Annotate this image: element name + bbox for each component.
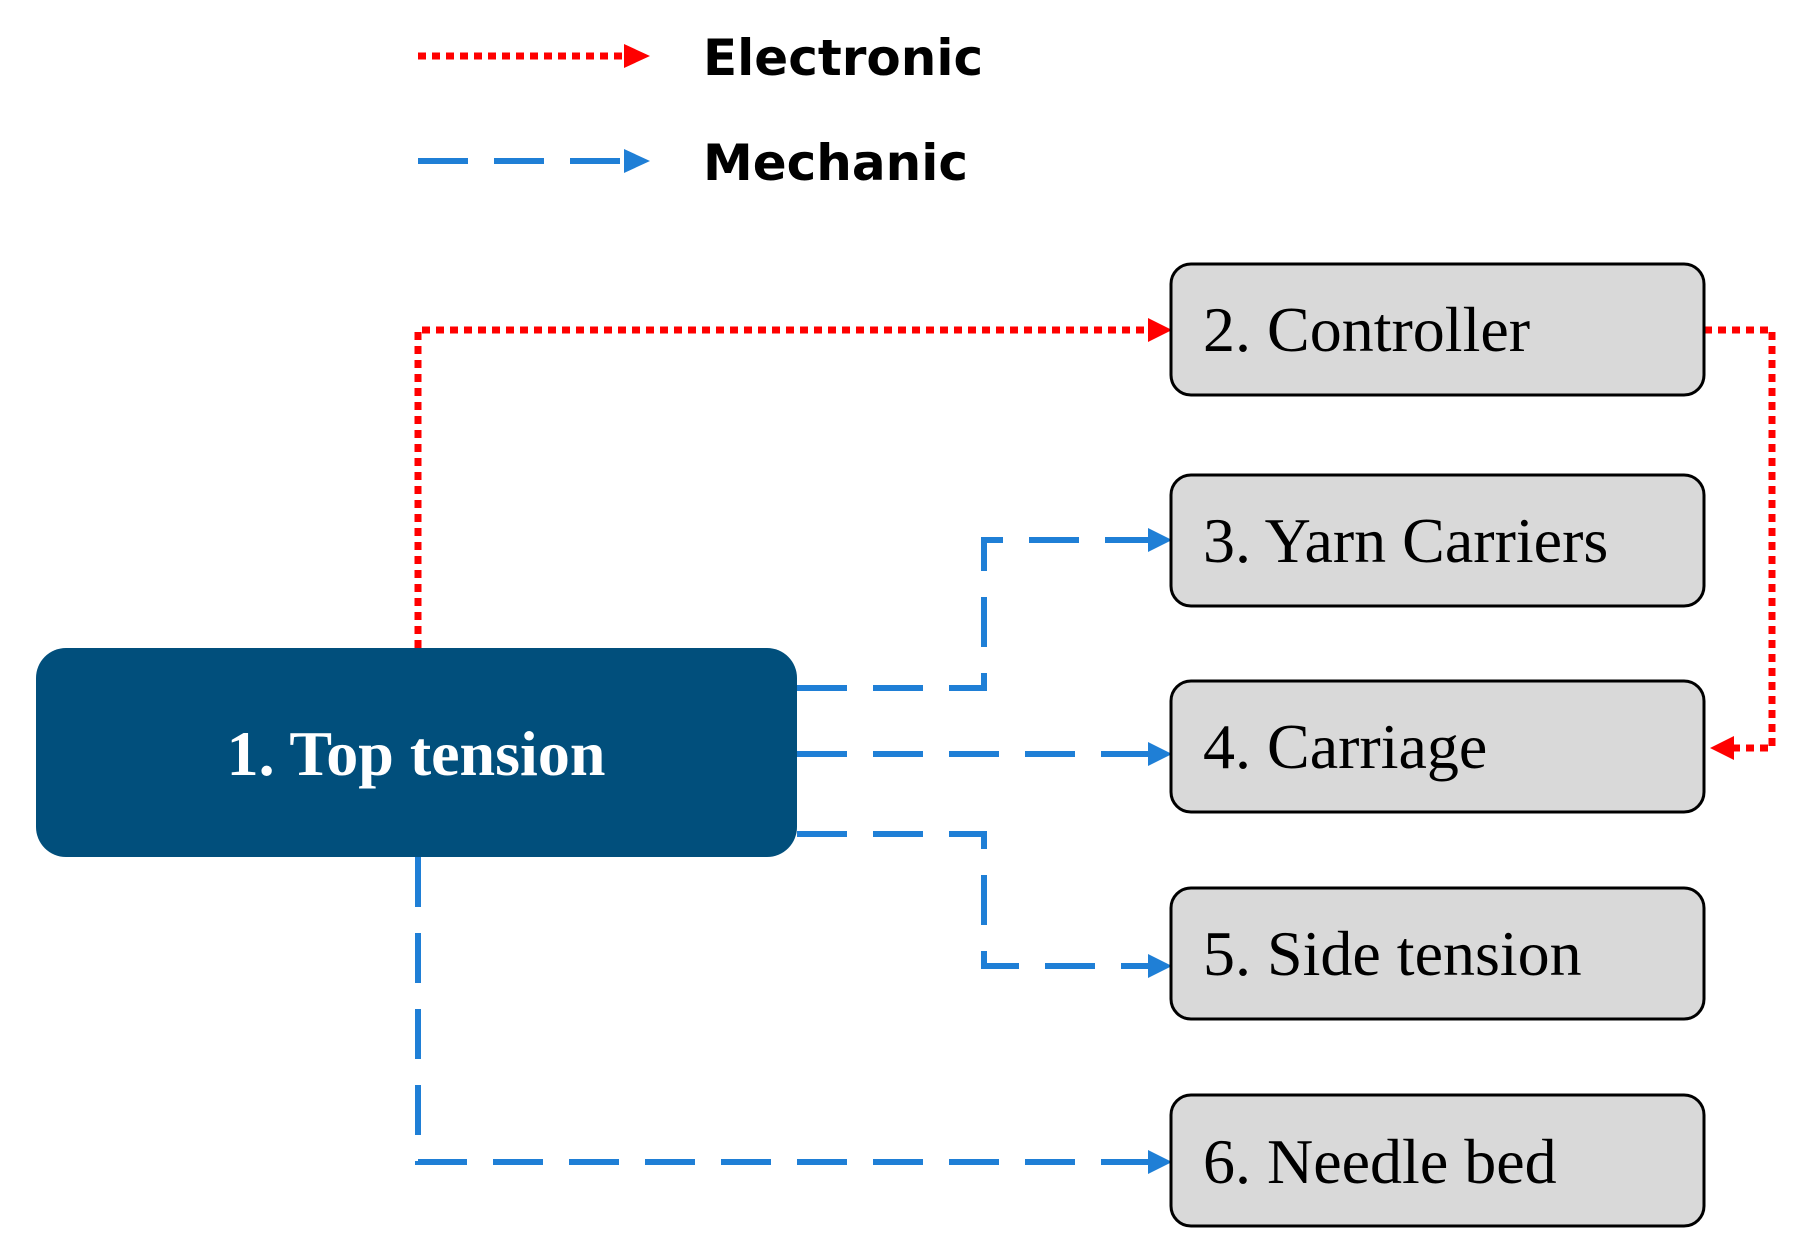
connector-top-tension-to-yarn-carriers-arrowhead-icon (1148, 528, 1172, 552)
node-top-tension-box (36, 648, 797, 857)
node-carriage-label: 4. Carriage (1203, 711, 1487, 782)
node-controller-label: 2. Controller (1203, 294, 1530, 365)
node-needle-bed-label: 6. Needle bed (1203, 1126, 1557, 1197)
node-yarn-carriers: 3. Yarn Carriers (1169, 473, 1706, 608)
node-controller-box (1169, 262, 1706, 397)
legend: Electronic Mechanic (418, 29, 983, 192)
legend-electronic: Electronic (418, 29, 983, 87)
node-needle-bed-box (1169, 1093, 1706, 1228)
legend-mechanic: Mechanic (418, 134, 968, 192)
node-carriage: 4. Carriage (1169, 679, 1706, 814)
connector-controller-to-carriage-arrowhead-icon (1710, 736, 1734, 760)
legend-mechanic-arrowhead-icon (624, 149, 650, 173)
connector-top-tension-to-side-tension (797, 831, 1152, 969)
connector-top-tension-to-carriage-arrowhead-icon (1148, 742, 1172, 766)
node-carriage-box (1169, 679, 1706, 814)
node-side-tension-label: 5. Side tension (1203, 918, 1582, 989)
mechanic-connectors (415, 528, 1172, 1174)
connector-top-tension-to-yarn-carriers (797, 537, 1152, 691)
node-needle-bed: 6. Needle bed (1169, 1093, 1706, 1228)
node-top-tension: 1. Top tension (36, 648, 797, 857)
electronic-connectors (414, 318, 1776, 760)
node-yarn-carriers-label: 3. Yarn Carriers (1203, 505, 1608, 576)
connector-controller-to-carriage (1704, 326, 1776, 752)
node-top-tension-label: 1. Top tension (227, 718, 606, 789)
node-side-tension: 5. Side tension (1169, 886, 1706, 1021)
node-controller: 2. Controller (1169, 262, 1706, 397)
legend-mechanic-label: Mechanic (703, 134, 968, 192)
legend-electronic-arrowhead-icon (624, 44, 650, 68)
node-side-tension-box (1169, 886, 1706, 1021)
connector-top-tension-to-side-tension-arrowhead-icon (1148, 954, 1172, 978)
legend-electronic-label: Electronic (703, 29, 983, 87)
node-yarn-carriers-box (1169, 473, 1706, 608)
connector-top-tension-to-controller-arrowhead-icon (1148, 318, 1172, 342)
connector-top-tension-to-needle-bed (415, 857, 1152, 1165)
connector-top-tension-to-controller (414, 326, 1152, 648)
connector-top-tension-to-needle-bed-arrowhead-icon (1148, 1150, 1172, 1174)
